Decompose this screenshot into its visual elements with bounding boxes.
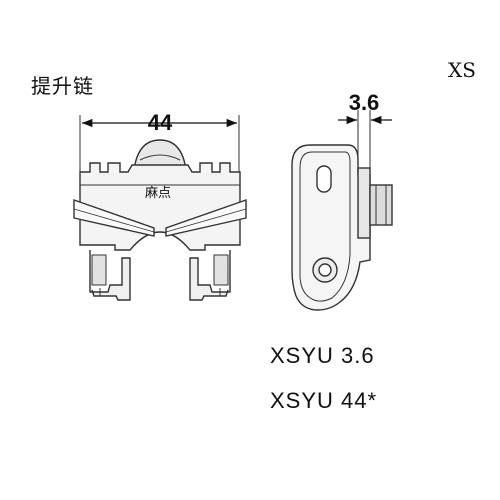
product-title: 提升链	[31, 74, 94, 98]
pitting-label: 麻点	[145, 186, 171, 201]
left-leg	[89, 250, 131, 301]
right-link-bar	[165, 199, 247, 237]
brand-label: XS	[448, 58, 476, 82]
pin-shaft	[369, 184, 393, 226]
pin-flange	[357, 167, 371, 239]
side-view	[291, 110, 393, 311]
right-leg	[189, 250, 231, 301]
spec-line-thickness: XSYU 3.6	[270, 343, 375, 368]
clip-body	[79, 162, 241, 251]
left-link-bar	[73, 199, 155, 237]
front-view	[73, 115, 247, 301]
width-dimension-label: 44	[148, 110, 173, 135]
thickness-dimension-label: 3.6	[349, 90, 380, 115]
upper-slot	[316, 165, 332, 193]
spec-line-width: XSYU 44*	[270, 388, 378, 413]
